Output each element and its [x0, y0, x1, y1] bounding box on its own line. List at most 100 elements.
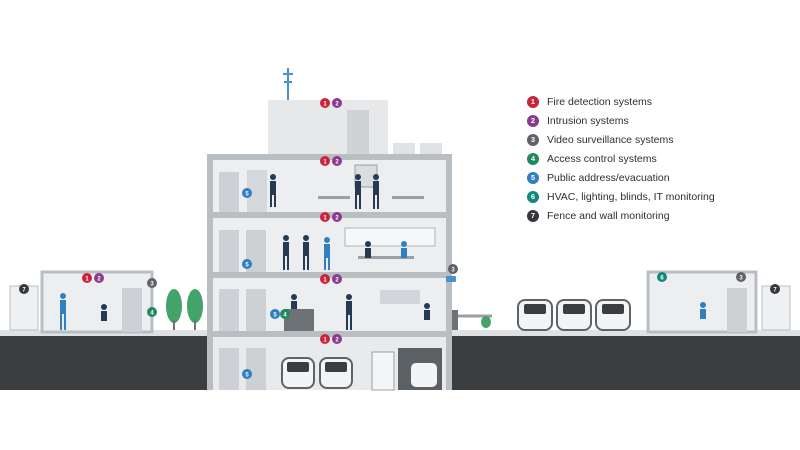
legend-label-hvac: HVAC, lighting, blinds, IT monitoring — [547, 190, 715, 203]
person-icon — [700, 302, 706, 319]
badge-video-facade: 3 — [448, 264, 458, 274]
roof-unit-2 — [420, 143, 442, 156]
svg-text:1: 1 — [323, 102, 327, 108]
rooftop-structure — [268, 100, 388, 156]
svg-text:3: 3 — [451, 268, 455, 274]
car-icon — [319, 357, 353, 389]
car-icon — [409, 361, 439, 389]
door-icon — [219, 348, 239, 390]
legend-item-video: 3 Video surveillance systems — [527, 130, 797, 149]
person-icon — [355, 174, 361, 209]
door-icon — [122, 288, 142, 332]
ground-left — [0, 336, 208, 390]
badge-access-floor1: 4 — [280, 309, 290, 319]
legend-badge-access: 4 — [527, 152, 539, 165]
legend-label-fire: Fire detection systems — [547, 95, 653, 108]
person-icon — [401, 241, 407, 258]
badge-intrusion-floor3: 2 — [332, 156, 342, 166]
badge-intrusion-parking: 2 — [332, 334, 342, 344]
badge-fence-right: 7 — [770, 284, 780, 294]
legend-badge-hvac: 6 — [527, 190, 539, 203]
svg-text:1: 1 — [85, 277, 89, 283]
legend-label-public-address: Public address/evacuation — [547, 171, 670, 184]
svg-text:1: 1 — [323, 338, 327, 344]
person-icon — [303, 235, 309, 270]
badge-fence-left: 7 — [19, 284, 29, 294]
legend-item-fence: 7 Fence and wall monitoring — [527, 206, 797, 225]
badge-access-annex: 4 — [147, 307, 157, 317]
badge-fire-floor1: 1 — [320, 274, 330, 284]
badge-pa-floor3: 5 — [242, 188, 252, 198]
svg-text:4: 4 — [150, 311, 154, 317]
door-icon — [246, 348, 266, 390]
badge-fire-floor3: 1 — [320, 156, 330, 166]
legend-item-hvac: 6 HVAC, lighting, blinds, IT monitoring — [527, 187, 797, 206]
desk — [318, 196, 350, 199]
svg-text:3: 3 — [739, 276, 743, 282]
svg-text:5: 5 — [245, 263, 249, 269]
person-icon — [365, 241, 371, 258]
badge-pa-floor2: 5 — [242, 259, 252, 269]
svg-text:6: 6 — [660, 276, 664, 282]
svg-text:2: 2 — [335, 102, 339, 108]
svg-text:5: 5 — [245, 192, 249, 198]
legend: 1 Fire detection systems 2 Intrusion sys… — [527, 92, 797, 225]
legend-label-intrusion: Intrusion systems — [547, 114, 629, 127]
reception-desk — [284, 309, 314, 331]
svg-text:2: 2 — [335, 338, 339, 344]
badge-intrusion-floor1: 2 — [332, 274, 342, 284]
rooftop-door — [347, 110, 369, 156]
person-icon — [270, 174, 276, 207]
desk — [392, 196, 424, 199]
legend-badge-fence: 7 — [527, 209, 539, 222]
badge-fire-rooftop: 1 — [320, 98, 330, 108]
fence-left — [9, 285, 39, 331]
door-icon — [727, 288, 747, 332]
sidewalk-right — [452, 330, 800, 336]
person-icon — [101, 304, 107, 321]
legend-item-intrusion: 2 Intrusion systems — [527, 111, 797, 130]
whiteboard — [344, 227, 436, 247]
tree-icon — [166, 289, 182, 330]
svg-text:2: 2 — [335, 278, 339, 284]
person-icon — [283, 235, 289, 270]
person-icon — [60, 293, 66, 330]
badge-fire-annex: 1 — [82, 273, 92, 283]
legend-badge-video: 3 — [527, 133, 539, 146]
tree-icon — [187, 289, 203, 330]
roof-unit-1 — [393, 143, 415, 156]
badge-pa-floor1: 5 — [270, 309, 280, 319]
svg-text:2: 2 — [97, 277, 101, 283]
badge-fire-parking: 1 — [320, 334, 330, 344]
person-icon — [346, 294, 352, 330]
person-icon — [424, 303, 430, 320]
svg-text:7: 7 — [773, 288, 777, 294]
door-icon — [247, 170, 267, 212]
svg-text:2: 2 — [335, 216, 339, 222]
legend-item-access: 4 Access control systems — [527, 149, 797, 168]
vending-machine — [371, 351, 395, 391]
legend-badge-intrusion: 2 — [527, 114, 539, 127]
legend-item-fire: 1 Fire detection systems — [527, 92, 797, 111]
car-icon — [517, 299, 553, 331]
tree-icon — [481, 316, 491, 328]
badge-hvac-annex: 6 — [657, 272, 667, 282]
person-icon — [324, 237, 330, 270]
badge-intrusion-rooftop: 2 — [332, 98, 342, 108]
svg-text:1: 1 — [323, 160, 327, 166]
badge-fire-floor2: 1 — [320, 212, 330, 222]
svg-text:2: 2 — [335, 160, 339, 166]
svg-text:4: 4 — [283, 313, 287, 319]
badge-pa-parking: 5 — [242, 369, 252, 379]
legend-item-public-address: 5 Public address/evacuation — [527, 168, 797, 187]
car-icon — [595, 299, 631, 331]
door-icon — [246, 289, 266, 331]
desk — [358, 256, 414, 259]
badge-intrusion-annex: 2 — [94, 273, 104, 283]
svg-text:1: 1 — [323, 278, 327, 284]
svg-text:3: 3 — [150, 282, 154, 288]
badge-intrusion-floor2: 2 — [332, 212, 342, 222]
ground-right — [452, 336, 800, 390]
